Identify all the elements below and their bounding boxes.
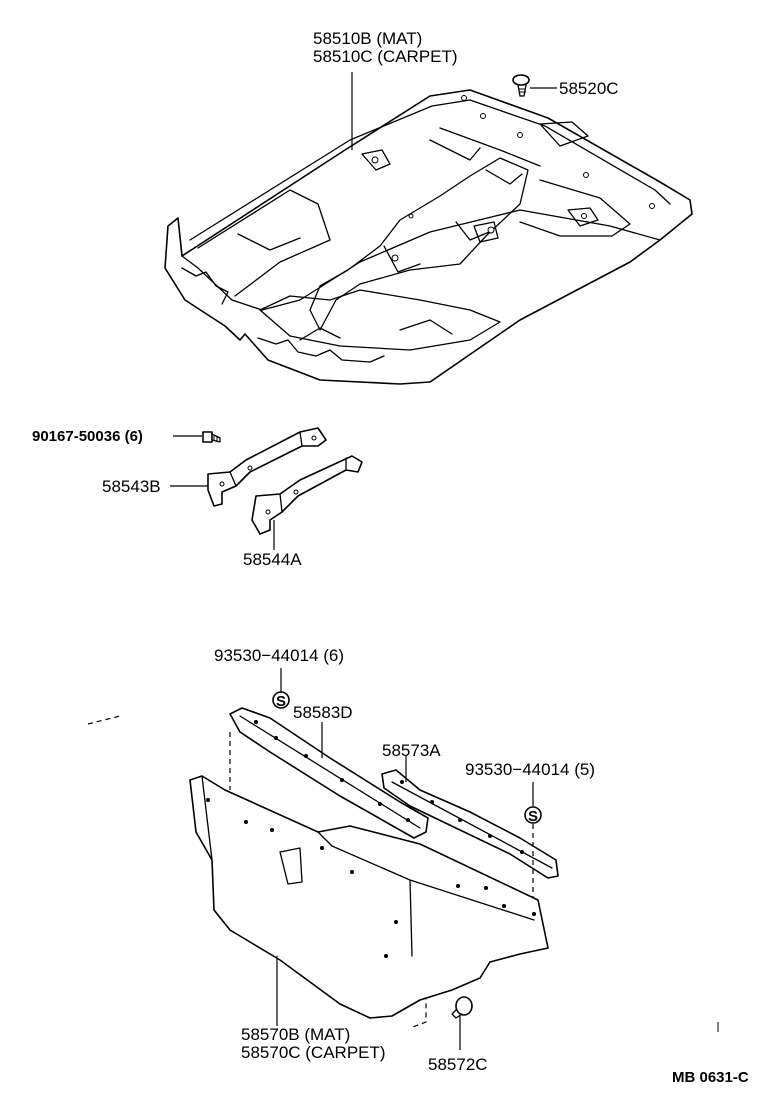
rear-floor-mat (189, 775, 549, 1019)
clip-93530-top-icon: S (272, 691, 290, 710)
label-58544a: 58544A (243, 550, 302, 569)
svg-text:S: S (276, 693, 286, 710)
label-93530-44014-top: 93530−44014 (6) (214, 646, 344, 665)
label-93530-44014-right: 93530−44014 (5) (465, 760, 595, 779)
clip-93530-right-icon: S (524, 806, 542, 825)
diagram-reference-code: MB 0631-C (672, 1069, 749, 1086)
bracket-58544a (251, 455, 363, 535)
label-58510c: 58510C (CARPET) (313, 47, 458, 66)
label-58583d: 58583D (293, 703, 353, 722)
label-90167-50036: 90167-50036 (6) (32, 428, 143, 445)
clip-58520c-icon (512, 74, 530, 97)
bracket-58543b (207, 427, 327, 507)
assembly-line-far-left (87, 715, 121, 725)
trim-58583d (229, 707, 429, 839)
label-58543b: 58543B (102, 477, 161, 496)
label-58573a: 58573A (382, 741, 441, 760)
bolt-90167-icon (202, 431, 221, 443)
label-58520c: 58520C (559, 79, 619, 98)
svg-text:S: S (528, 808, 538, 825)
front-floor-mat (164, 89, 693, 385)
label-58570c: 58570C (CARPET) (241, 1043, 386, 1062)
label-58570b: 58570B (MAT) (241, 1025, 350, 1044)
trim-58573a (381, 769, 559, 879)
clip-58572c-icon (451, 996, 473, 1019)
label-58572c: 58572C (428, 1055, 488, 1074)
label-58510b: 58510B (MAT) (313, 29, 422, 48)
